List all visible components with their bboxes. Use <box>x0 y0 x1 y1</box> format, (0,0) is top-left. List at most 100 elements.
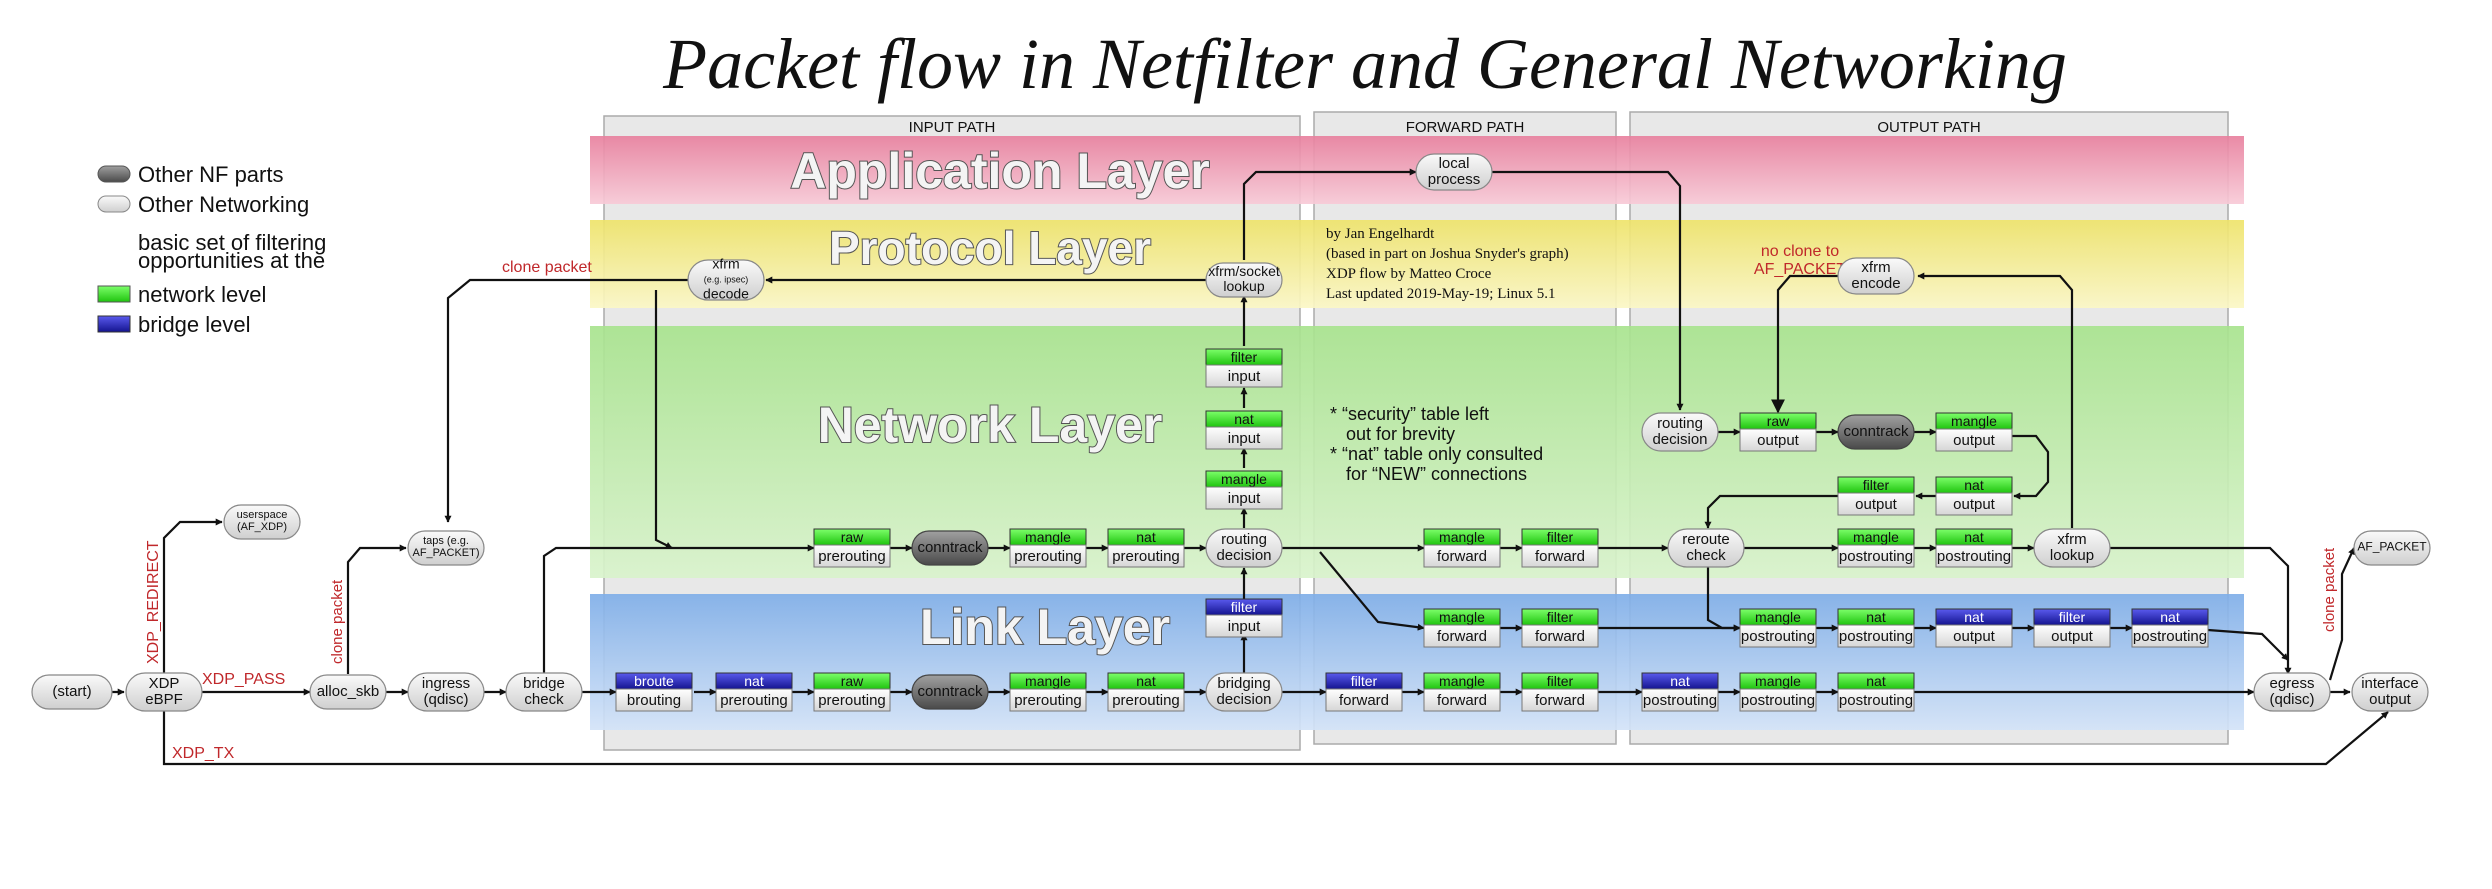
interface-output-node-shape <box>2351 672 2429 712</box>
label-no-clone-2: AF_PACKET <box>1754 261 1846 278</box>
chain-filter-forward-link-table-label: filter <box>1547 673 1574 689</box>
alloc-skb-node-text-1: alloc_skb <box>317 683 380 700</box>
chain-nat-output-bridge-chain-label: output <box>1953 628 1996 645</box>
chain-mangle-forward-link-table-label: mangle <box>1439 673 1485 689</box>
chain-filter-input-chain-box <box>1205 364 1283 388</box>
chain-mangle-postrouting-net-chain-label: postrouting <box>1839 548 1913 565</box>
chain-nat-input-table-label: nat <box>1234 411 1254 427</box>
chain-filter-forward-bridge-chain-label: forward <box>1339 692 1389 709</box>
taps-af-packet-node-text-1: taps (e.g. <box>423 535 469 547</box>
userspace-af-xdp-node: userspace(AF_XDP) <box>223 504 301 540</box>
af-packet-node-text-1: AF_PACKET <box>2357 540 2427 554</box>
page-title: Packet flow in Netfilter and General Net… <box>662 24 2067 104</box>
chain-filter-forward-net-chain-label: forward <box>1535 548 1585 565</box>
protocol-layer-band <box>590 220 2244 308</box>
routing-decision-node-text-1: routing <box>1221 531 1267 548</box>
chain-mangle-forward-mid-chain-label: forward <box>1437 628 1487 645</box>
alloc-skb-node-shape <box>309 674 387 710</box>
routing-decision-output-node-shape <box>1641 412 1719 452</box>
bridge-check-node-text-2: check <box>524 691 564 708</box>
chain-mangle-postrouting-mid-table-label: mangle <box>1755 609 1801 625</box>
notes: * “security” table left out for brevity … <box>1330 404 1543 484</box>
chain-mangle-prerouting-net-table-label: mangle <box>1025 529 1071 545</box>
chain-nat-postrouting-link-chain-box <box>1837 688 1915 712</box>
chain-filter-input-bridge-chain-box <box>1205 614 1283 638</box>
routing-decision-output-node-text-2: decision <box>1652 431 1707 448</box>
legend-other-net-label: Other Networking <box>138 192 309 217</box>
legend-other-net-swatch <box>97 195 131 213</box>
chain-mangle-output-chain-label: output <box>1953 432 1996 449</box>
chain-mangle-postrouting-link-table-label: mangle <box>1755 673 1801 689</box>
input-path-label: INPUT PATH <box>909 119 996 136</box>
conntrack-output-node: conntrack <box>1837 414 1915 450</box>
chain-mangle-output-chain-box <box>1935 428 2013 452</box>
chain-mangle-postrouting-mid-chain-box <box>1739 624 1817 648</box>
chain-filter-input-table-label: filter <box>1231 349 1258 365</box>
xfrm-decode-node-text-1: xfrm <box>712 256 739 272</box>
legend-bridge-level-label: bridge level <box>138 312 251 337</box>
chain-mangle-input-chain-box <box>1205 486 1283 510</box>
chain-raw-prerouting-net-table-label: raw <box>841 529 864 545</box>
xdp-ebpf-node-text-2: eBPF <box>145 691 183 708</box>
xfrm-encode-node-text-1: xfrm <box>1861 259 1890 276</box>
chain-broute-brouting-table-label: broute <box>634 673 674 689</box>
chain-filter-output-net-chain-box <box>1837 492 1915 516</box>
start-node: (start) <box>31 674 113 710</box>
start-node-text-1: (start) <box>52 683 91 700</box>
chain-nat-output-bridge-chain-box <box>1935 624 2013 648</box>
legend-basic-line1: basic set of filtering <box>138 230 326 255</box>
wire-decode-down <box>654 290 673 549</box>
chain-nat-input-chain-label: input <box>1228 430 1261 447</box>
interface-output-node-text-2: output <box>2369 691 2412 708</box>
chain-mangle-output-table-label: mangle <box>1951 413 1997 429</box>
chain-mangle-input-table-label: mangle <box>1221 471 1267 487</box>
xfrm-lookup-node-text-1: xfrm <box>2057 531 2086 548</box>
chain-mangle-output: mangle output <box>1935 412 2013 452</box>
xfrm-lookup-node-text-2: lookup <box>2050 547 2094 564</box>
chain-nat-output-net-chain-label: output <box>1953 496 1996 513</box>
xfrm-encode-node-shape <box>1837 257 1915 295</box>
chain-nat-prerouting-bridge-table-label: nat <box>744 673 764 689</box>
label-no-clone-1: no clone to <box>1761 243 1839 260</box>
local-process-node-shape <box>1415 153 1493 191</box>
chain-raw-output-chain-label: output <box>1757 432 1800 449</box>
label-xdp-pass: XDP_PASS <box>202 671 285 688</box>
egress-qdisc-node: egress(qdisc) <box>2253 672 2331 712</box>
chain-filter-forward-bridge-chain-box <box>1325 688 1403 712</box>
bridging-decision-node-text-1: bridging <box>1217 675 1270 692</box>
wire-xdp-redirect <box>162 518 223 674</box>
conntrack-link-node-shape <box>911 674 989 710</box>
conntrack-network-node: conntrack <box>911 530 989 566</box>
chain-raw-prerouting-link-table-label: raw <box>841 673 864 689</box>
chain-mangle-postrouting-link-chain-box <box>1739 688 1817 712</box>
xfrm-lookup-node-shape <box>2033 528 2111 568</box>
chain-nat-prerouting-net-chain-box <box>1107 544 1185 568</box>
conntrack-network-node-text-1: conntrack <box>917 539 983 556</box>
ingress-qdisc-node-text-1: ingress <box>422 675 470 692</box>
chain-mangle-forward-net-table-label: mangle <box>1439 529 1485 545</box>
taps-af-packet-node: taps (e.g.AF_PACKET) <box>407 530 485 566</box>
chain-nat-input-chain-box <box>1205 426 1283 450</box>
chain-filter-output-net-chain-label: output <box>1855 496 1898 513</box>
routing-decision-node-text-2: decision <box>1216 547 1271 564</box>
wire-xfrmlookup-egress <box>2110 546 2292 675</box>
reroute-check-node-text-2: check <box>1686 547 1726 564</box>
chain-filter-output-bridge-chain-box <box>2033 624 2111 648</box>
connection-wires <box>82 168 2389 766</box>
wire-clone-taps <box>444 278 688 523</box>
xfrm-decode-node-text-2: (e.g. ipsec) <box>704 275 749 285</box>
legend-bridge-level-swatch <box>97 315 131 333</box>
chain-nat-output-net-table-label: nat <box>1964 477 1984 493</box>
chain-nat-postrouting-link-chain-label: postrouting <box>1839 692 1913 709</box>
conntrack-output-node-text-1: conntrack <box>1843 423 1909 440</box>
credits-line-3: XDP flow by Matteo Croce <box>1326 266 1492 282</box>
credits-line-1: by Jan Engelhardt <box>1326 226 1435 242</box>
